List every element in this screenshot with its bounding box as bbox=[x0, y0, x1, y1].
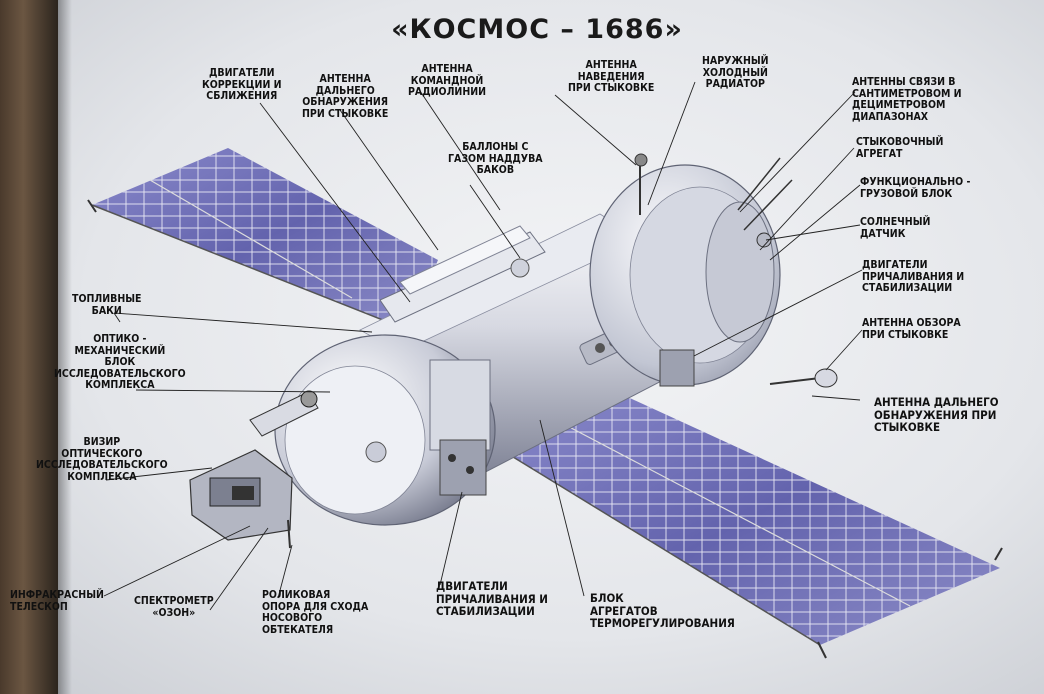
comm-antennas bbox=[737, 157, 793, 231]
survey-antenna bbox=[769, 368, 838, 388]
label-docking-unit: СТЫКОВОЧНЫЙ АГРЕГАТ bbox=[856, 136, 944, 160]
label-long-range-antenna-top: АНТЕННА ДАЛЬНЕГО ОБНАРУЖЕНИЯ ПРИ СТЫКОВК… bbox=[302, 73, 389, 120]
label-survey-antenna: АНТЕННА ОБЗОРА ПРИ СТЫКОВКЕ bbox=[862, 317, 961, 341]
label-mooring-engines-right: ДВИГАТЕЛИ ПРИЧАЛИВАНИЯ И СТАБИЛИЗАЦИИ bbox=[862, 259, 965, 294]
label-optical-sight: ВИЗИР ОПТИЧЕСКОГО ИССЛЕДОВАТЕЛЬСКОГО КОМ… bbox=[36, 436, 168, 483]
label-sun-sensor: СОЛНЕЧНЫЙ ДАТЧИК bbox=[860, 216, 931, 240]
label-cold-radiator: НАРУЖНЫЙ ХОЛОДНЫЙ РАДИАТОР bbox=[702, 55, 769, 90]
label-correction-engines: ДВИГАТЕЛИ КОРРЕКЦИИ И СБЛИЖЕНИЯ bbox=[202, 67, 282, 102]
optomechanical-block bbox=[274, 334, 496, 526]
leader-lines bbox=[103, 81, 863, 611]
mooring-engines-bottom bbox=[439, 439, 487, 496]
docking-unit bbox=[589, 153, 781, 386]
label-command-radio-antenna: АНТЕННА КОМАНДНОЙ РАДИОЛИНИИ bbox=[408, 63, 487, 98]
pressurization-tanks bbox=[379, 225, 546, 323]
label-mooring-engines-bottom: ДВИГАТЕЛИ ПРИЧАЛИВАНИЯ И СТАБИЛИЗАЦИИ bbox=[436, 579, 548, 618]
solar-panel-right bbox=[504, 388, 1003, 659]
frame-shadow bbox=[58, 0, 72, 694]
label-pressurization-tanks: БАЛЛОНЫ С ГАЗОМ НАДДУВА БАКОВ bbox=[448, 141, 543, 176]
label-spectrometer: СПЕКТРОМЕТР «ОЗОН» bbox=[134, 595, 214, 619]
sun-sensor bbox=[756, 232, 772, 248]
label-cargo-block: ФУНКЦИОНАЛЬНО - ГРУЗОВОЙ БЛОК bbox=[860, 176, 971, 200]
mooring-engines-right bbox=[659, 349, 695, 387]
label-fuel-tanks: ТОПЛИВНЫЕ БАКИ bbox=[72, 293, 142, 317]
label-ir-telescope: ИНФРАКРАСНЫЙ ТЕЛЕСКОП bbox=[10, 589, 104, 613]
ir-telescope bbox=[189, 449, 293, 541]
label-optomech-block: ОПТИКО - МЕХАНИЧЕСКИЙ БЛОК ИССЛЕДОВАТЕЛЬ… bbox=[54, 333, 186, 391]
roller-support bbox=[287, 519, 291, 549]
label-long-range-antenna-right: АНТЕННА ДАЛЬНЕГО ОБНАРУЖЕНИЯ ПРИ СТЫКОВК… bbox=[874, 395, 999, 434]
solar-panel-left bbox=[87, 148, 438, 331]
poster-frame-edge bbox=[0, 0, 58, 694]
label-thermal-control: БЛОК АГРЕГАТОВ ТЕРМОРЕГУЛИРОВАНИЯ bbox=[590, 591, 735, 630]
label-guidance-antenna: АНТЕННА НАВЕДЕНИЯ ПРИ СТЫКОВКЕ bbox=[568, 59, 655, 94]
poster-title: «КОСМОС – 1686» bbox=[391, 14, 683, 45]
label-comm-antennas: АНТЕННЫ СВЯЗИ В САНТИМЕТРОВОМ И ДЕЦИМЕТР… bbox=[852, 76, 962, 123]
optical-sight bbox=[249, 390, 319, 437]
label-roller-support: РОЛИКОВАЯ ОПОРА ДЛЯ СХОДА НОСОВОГО ОБТЕК… bbox=[262, 589, 369, 636]
